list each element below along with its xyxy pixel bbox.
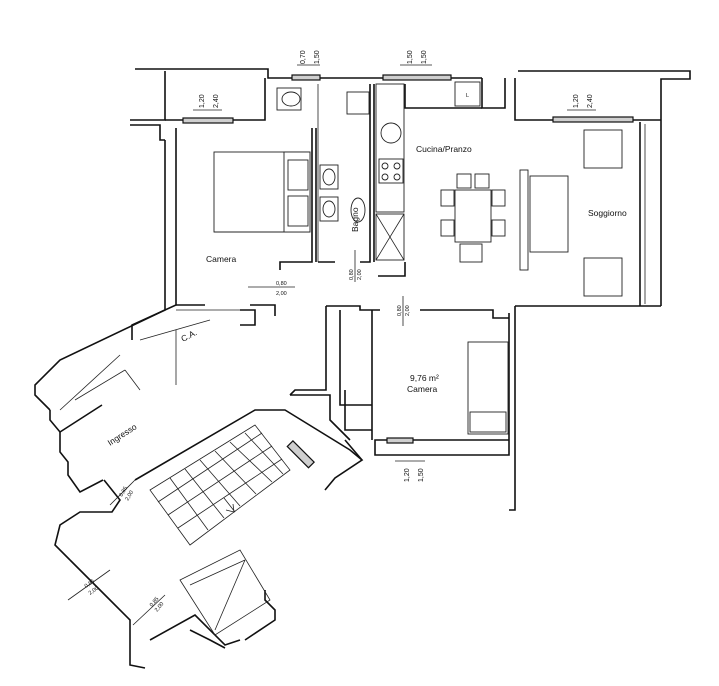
door-dim-5b: 2,00	[88, 586, 100, 597]
door-dim-1a: 0,80	[276, 281, 287, 287]
entrance-corridor	[59, 354, 141, 411]
kitchen-sink	[380, 122, 402, 144]
dining-table	[440, 173, 506, 263]
label-bagno: Bagno	[350, 207, 360, 232]
label-ca: C.A.	[179, 327, 198, 344]
sofa	[529, 175, 569, 253]
toilet-bagno	[350, 197, 366, 223]
window-soggiorno	[552, 116, 634, 123]
window-stair	[286, 440, 315, 469]
staircase	[149, 424, 291, 636]
window-dim-5b: 1,50	[418, 468, 425, 482]
armchair-top	[583, 129, 623, 169]
window-camera	[182, 117, 234, 124]
door-dimensions: 0,80 2,00 0,80 2,00 0,80 2,00 0,85 2,00 …	[67, 250, 411, 626]
door-dim-6a: 0,85	[149, 596, 160, 608]
double-bed	[213, 151, 311, 233]
window-dimensions: 0,70 1,50 1,50 1,50 1,20 2,40 1,20 2,40 …	[193, 50, 596, 482]
door-dim-2b: 2,00	[357, 269, 363, 280]
window-cucina	[382, 74, 452, 81]
kitchen-appliance	[454, 81, 481, 107]
door-dim-3b: 2,00	[405, 305, 411, 316]
window-dim-1b: 1,50	[314, 50, 321, 64]
living-room-furniture	[519, 124, 646, 304]
window-dim-3b: 2,40	[213, 94, 220, 108]
window-dim-5a: 1,20	[404, 468, 411, 482]
door-dim-4a: 0,85	[119, 486, 130, 498]
label-ingresso: Ingresso	[106, 421, 139, 447]
label-cucina: Cucina/Pranzo	[416, 144, 472, 154]
window-camera-small	[386, 437, 414, 444]
door-dim-6b: 2,00	[154, 601, 165, 613]
bathroom-fixtures	[276, 87, 405, 261]
kitchen-counter	[375, 83, 405, 213]
window-bagno	[291, 74, 321, 81]
exterior-walls	[34, 68, 691, 669]
window-dim-2b: 1,50	[421, 50, 428, 64]
door-dim-2a: 0,80	[349, 269, 355, 280]
label-camera-main: Camera	[206, 254, 237, 264]
kitchen-mark-l: L	[466, 93, 469, 99]
interior-walls	[139, 84, 509, 440]
window-dim-3a: 1,20	[199, 94, 206, 108]
door-dim-3a: 0,80	[397, 305, 403, 316]
tv-cabinet	[519, 169, 529, 271]
kitchen-fixtures: L	[375, 81, 481, 213]
label-soggiorno: Soggiorno	[588, 208, 627, 218]
armchair-bottom	[583, 257, 623, 297]
single-bed	[467, 341, 509, 435]
door-dim-5a: 0,85	[84, 579, 96, 590]
window-dim-2a: 1,50	[407, 50, 414, 64]
windows	[182, 74, 634, 469]
door-dim-1b: 2,00	[276, 291, 287, 297]
label-camera-small: Camera	[407, 384, 438, 394]
label-camera-area: 9,76 m²	[410, 373, 439, 383]
door-dim-4b: 2,00	[125, 490, 136, 502]
window-dim-4b: 2,40	[587, 94, 594, 108]
window-dim-4a: 1,20	[573, 94, 580, 108]
window-dim-1a: 0,70	[300, 50, 307, 64]
